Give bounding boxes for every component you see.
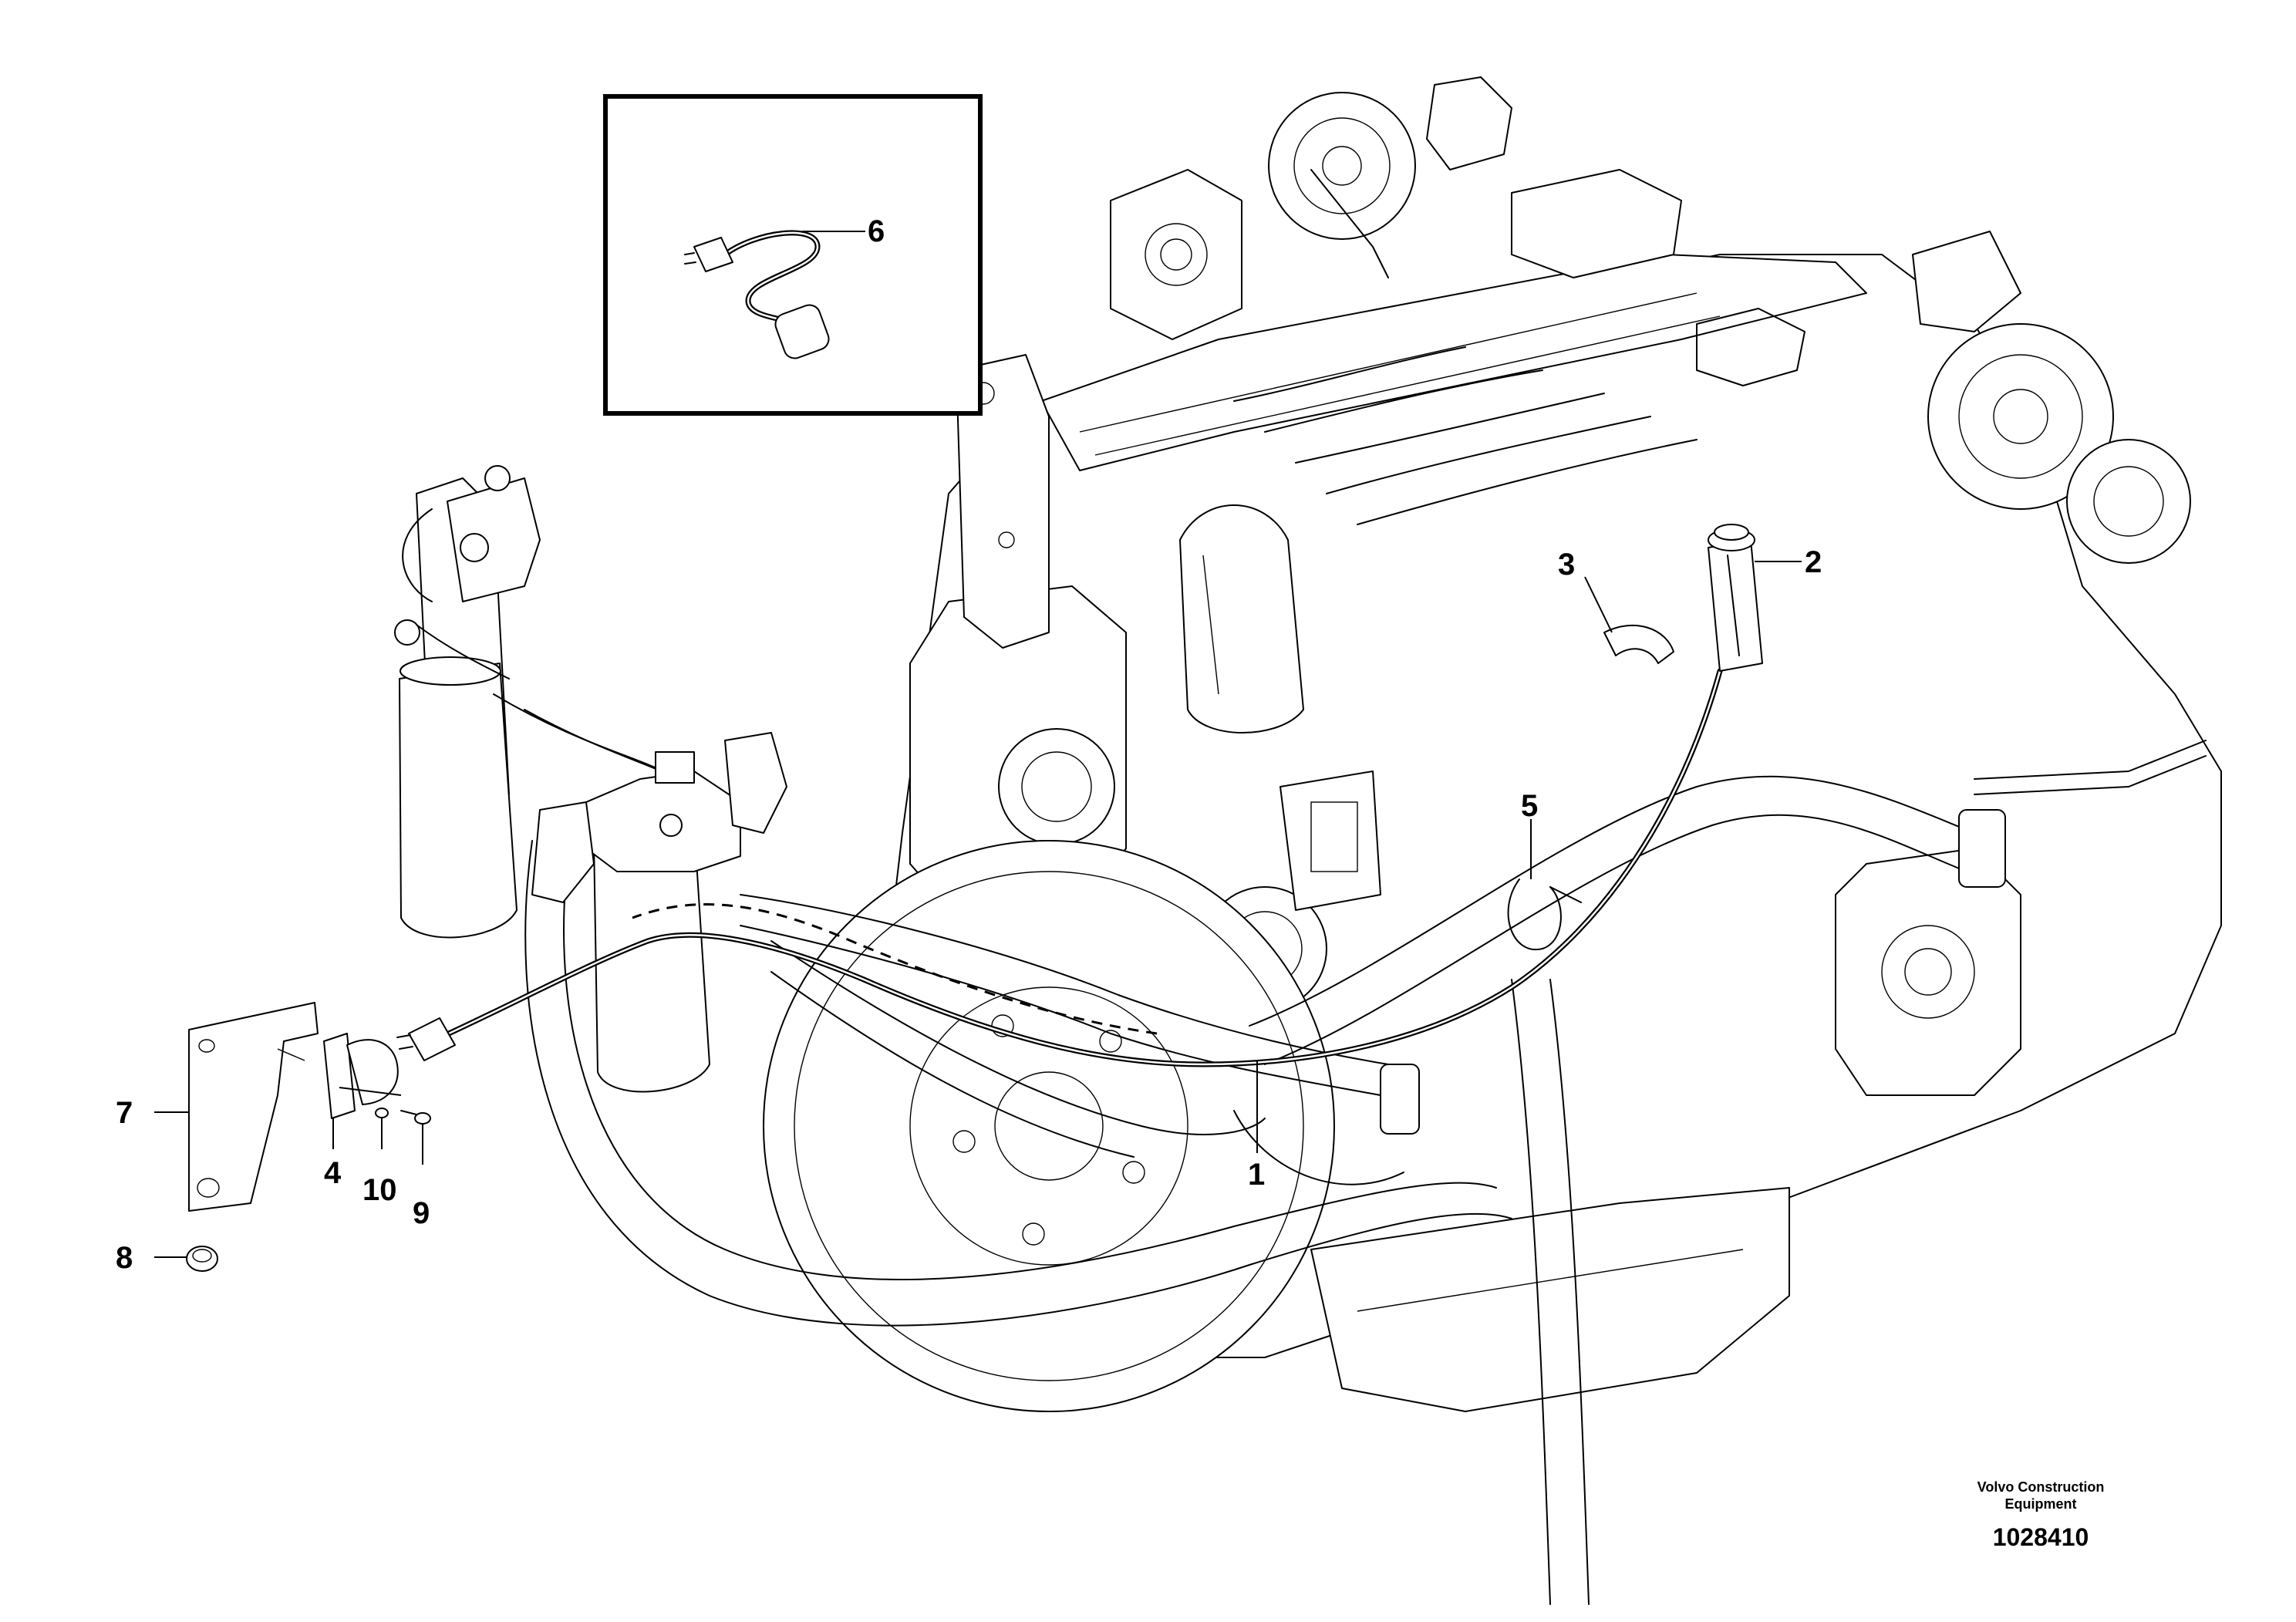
brand-block: Volvo Construction Equipment 1028410 bbox=[1977, 1479, 2105, 1551]
heater-cable bbox=[429, 668, 1723, 1067]
part-label-1: 1 bbox=[1248, 1158, 1265, 1192]
brand-line-2: Equipment bbox=[2005, 1496, 2077, 1512]
document-number: 1028410 bbox=[1993, 1523, 2089, 1551]
inset-box bbox=[603, 94, 983, 416]
part-label-9: 9 bbox=[413, 1196, 430, 1230]
engine-block-drawing bbox=[763, 76, 2222, 1605]
part-labels: 6 2 3 5 1 7 4 10 9 8 bbox=[116, 214, 1822, 1275]
brand-line-1: Volvo Construction bbox=[1977, 1479, 2105, 1495]
part-label-2: 2 bbox=[1805, 545, 1822, 579]
power-socket bbox=[323, 1033, 402, 1119]
leader-3 bbox=[1584, 576, 1613, 633]
leader-lines bbox=[154, 231, 1802, 1258]
nut-icon bbox=[186, 1246, 218, 1272]
bracket-plate bbox=[188, 1002, 319, 1212]
block-heater-element bbox=[1708, 524, 1763, 672]
clip-icon bbox=[1603, 625, 1674, 664]
washer-icon bbox=[375, 1108, 389, 1118]
fuel-filter-assembly-drawing bbox=[394, 465, 1512, 1327]
cable-tie-icon bbox=[1507, 878, 1582, 951]
part-label-8: 8 bbox=[116, 1241, 133, 1275]
part-label-3: 3 bbox=[1558, 548, 1575, 582]
screw-icon bbox=[400, 1110, 431, 1125]
part-label-10: 10 bbox=[362, 1173, 397, 1207]
part-label-4: 4 bbox=[324, 1156, 342, 1190]
cable-plug bbox=[396, 1017, 456, 1061]
part-label-6: 6 bbox=[868, 214, 885, 248]
heater-cord-coil-icon bbox=[684, 230, 830, 359]
part-label-7: 7 bbox=[116, 1096, 133, 1130]
part-label-5: 5 bbox=[1521, 789, 1538, 823]
